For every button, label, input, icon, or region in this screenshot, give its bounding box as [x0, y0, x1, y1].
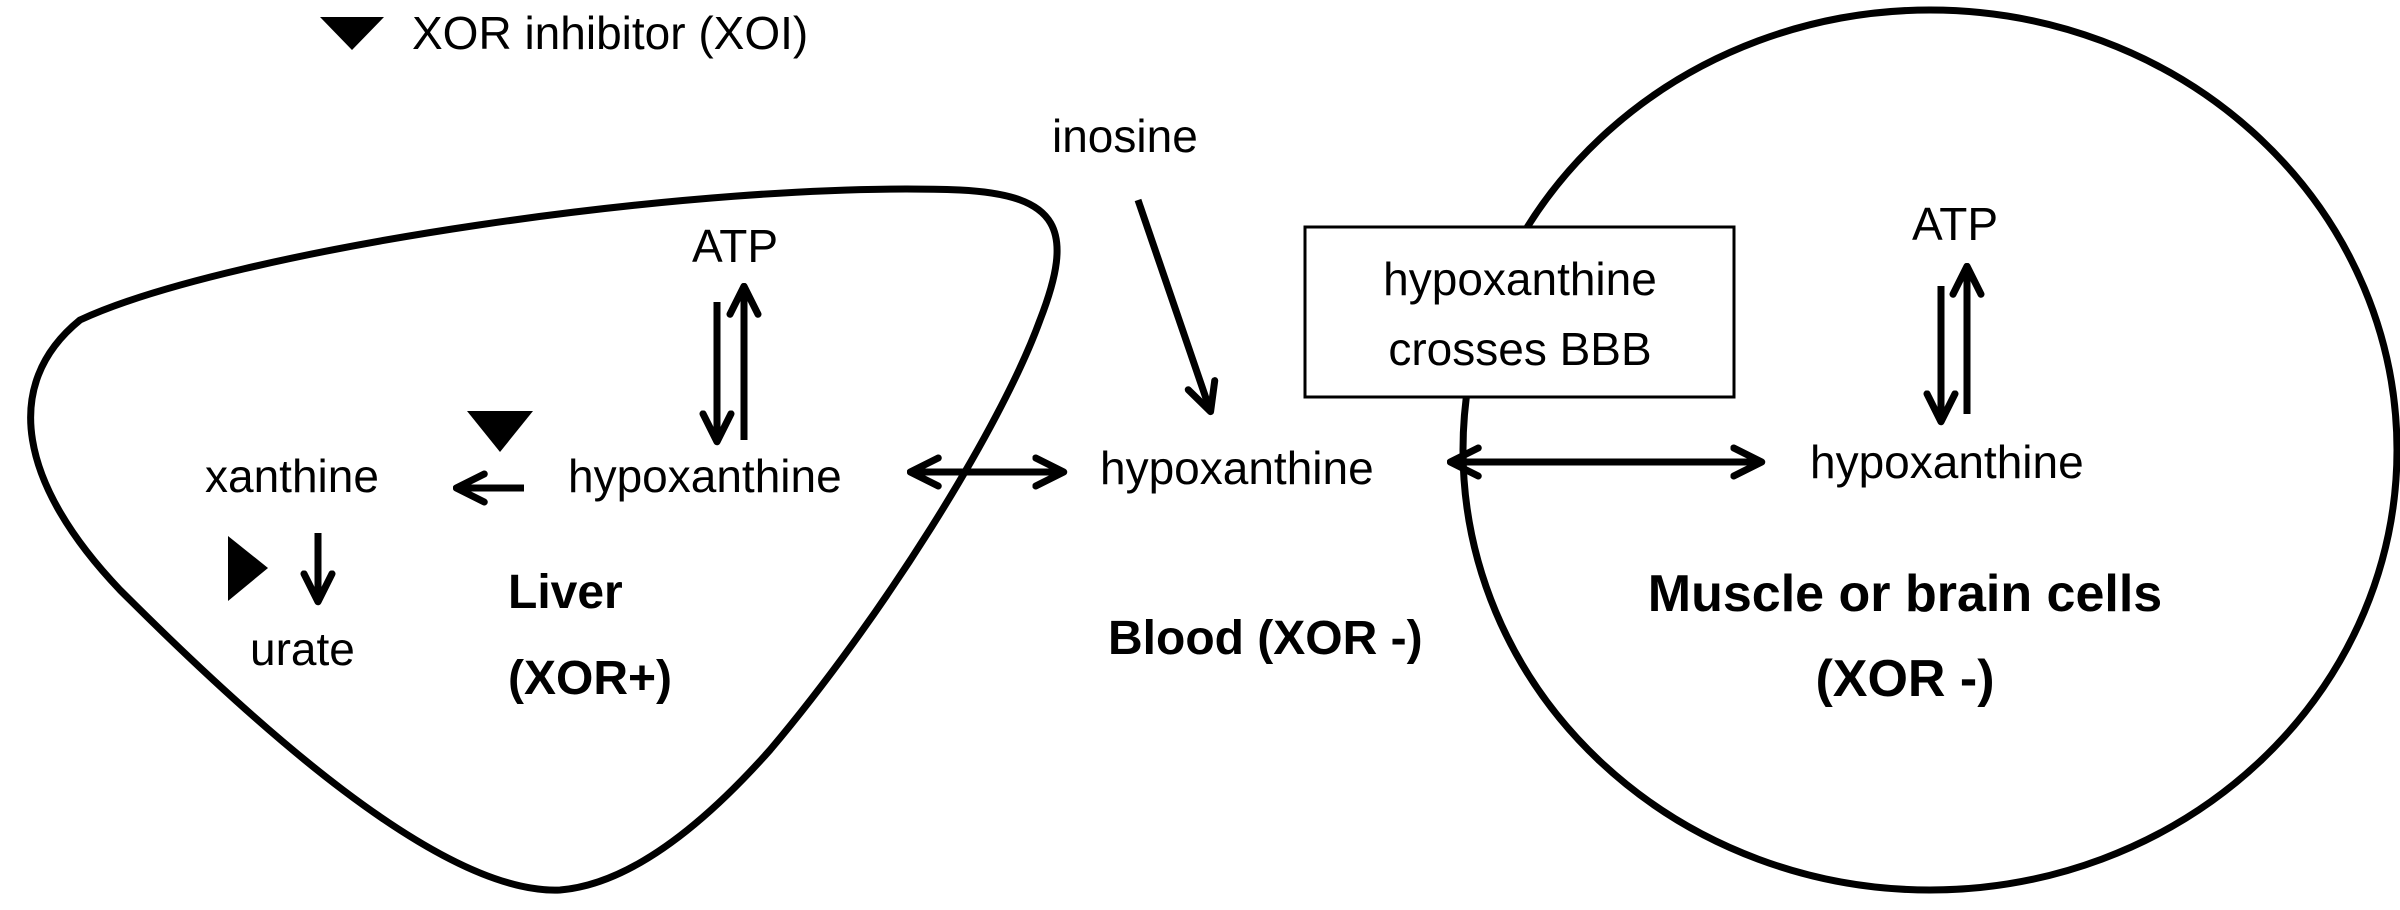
inosine-label: inosine: [1052, 110, 1198, 162]
bbb-note-box: hypoxanthine crosses BBB: [1303, 225, 1736, 399]
legend-inhibitor-label: XOR inhibitor (XOI): [412, 7, 808, 59]
xoi-block-xanthine-urate-icon: [228, 536, 268, 601]
tissue-name-label: Muscle or brain cells: [1648, 565, 2162, 623]
blood-hypoxanthine-label: hypoxanthine: [1100, 442, 1374, 494]
liver-atp-label: ATP: [692, 220, 778, 272]
liver-name-label: Liver: [508, 566, 623, 619]
tissue-hypoxanthine-label: hypoxanthine: [1810, 436, 2084, 488]
liver-xor-status-label: (XOR+): [508, 652, 672, 705]
liver-hypoxanthine-label: hypoxanthine: [568, 450, 842, 502]
liver-outline: [27, 185, 1061, 894]
legend: XOR inhibitor (XOI): [320, 7, 808, 59]
tissue-xor-status-label: (XOR -): [1815, 650, 1994, 708]
xoi-block-hypoxanthine-xanthine-icon: [467, 411, 533, 452]
inhibitor-triangle-icon: [320, 17, 384, 50]
bbb-note-line2: crosses BBB: [1388, 323, 1651, 375]
inosine-to-hypoxanthine-arrow: [1134, 198, 1219, 416]
xanthine-label: xanthine: [205, 450, 379, 502]
tissue-atp-label: ATP: [1912, 198, 1998, 250]
bbb-note-line1: hypoxanthine: [1383, 253, 1657, 305]
urate-label: urate: [250, 623, 355, 675]
blood-label: Blood (XOR -): [1108, 612, 1423, 665]
